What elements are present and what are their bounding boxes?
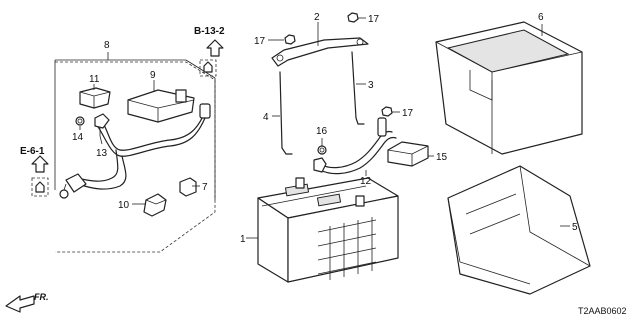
callout-15: 15 xyxy=(436,152,448,163)
battery-box-6 xyxy=(435,21,583,155)
callout-11: 11 xyxy=(89,74,100,85)
harness-assembly-frame xyxy=(54,59,216,253)
callout-3: 3 xyxy=(368,80,374,91)
nut-17 xyxy=(381,106,393,117)
callout-17-right: 17 xyxy=(402,108,414,119)
nut-17 xyxy=(347,12,359,23)
leader-lines xyxy=(79,17,570,239)
terminal-13 xyxy=(94,113,110,136)
terminal-cover-9 xyxy=(127,89,195,123)
callout-17-top: 17 xyxy=(368,14,380,25)
callout-1: 1 xyxy=(240,234,246,245)
connector-e6 xyxy=(31,177,49,197)
callout-13: 13 xyxy=(96,148,108,159)
callout-5: 5 xyxy=(572,222,578,233)
battery-setting-plate-2 xyxy=(271,37,369,67)
callout-12: 12 xyxy=(360,176,372,187)
battery-rod-3 xyxy=(351,51,365,125)
callout-10: 10 xyxy=(118,200,130,211)
callout-4: 4 xyxy=(263,112,269,123)
reference-arrow-icon xyxy=(31,155,49,173)
diagram-code: T2AAB0602 xyxy=(578,306,627,316)
callout-6: 6 xyxy=(538,12,544,23)
battery-1 xyxy=(257,177,399,283)
callout-2: 2 xyxy=(314,12,320,23)
callout-16: 16 xyxy=(316,126,328,137)
bolt-16 xyxy=(317,145,327,155)
battery-positive-cable-12 xyxy=(313,117,397,175)
connector-b13 xyxy=(199,59,217,77)
callout-7: 7 xyxy=(202,182,208,193)
battery-cover-5 xyxy=(447,165,591,295)
battery-negative-cable xyxy=(59,103,211,199)
fuse-clip-11 xyxy=(79,87,111,109)
nut-17 xyxy=(284,34,296,45)
battery-rod-4 xyxy=(279,71,293,155)
front-direction-arrow-icon xyxy=(5,295,35,313)
callout-labels: 1 2 3 4 5 6 7 8 9 10 11 12 13 14 15 16 1… xyxy=(20,12,627,316)
front-direction-label: FR. xyxy=(34,292,49,302)
clip-10 xyxy=(143,193,167,217)
fuse-box-15 xyxy=(387,141,429,167)
reference-e6-label: E-6-1 xyxy=(20,146,45,157)
callout-17-left: 17 xyxy=(254,36,266,47)
clip-7 xyxy=(179,177,197,197)
callout-9: 9 xyxy=(150,70,156,81)
callout-8: 8 xyxy=(104,40,110,51)
reference-b13-label: B-13-2 xyxy=(194,26,225,37)
callout-14: 14 xyxy=(72,132,84,143)
reference-arrow-icon xyxy=(206,39,224,57)
bolt-14 xyxy=(75,116,85,126)
